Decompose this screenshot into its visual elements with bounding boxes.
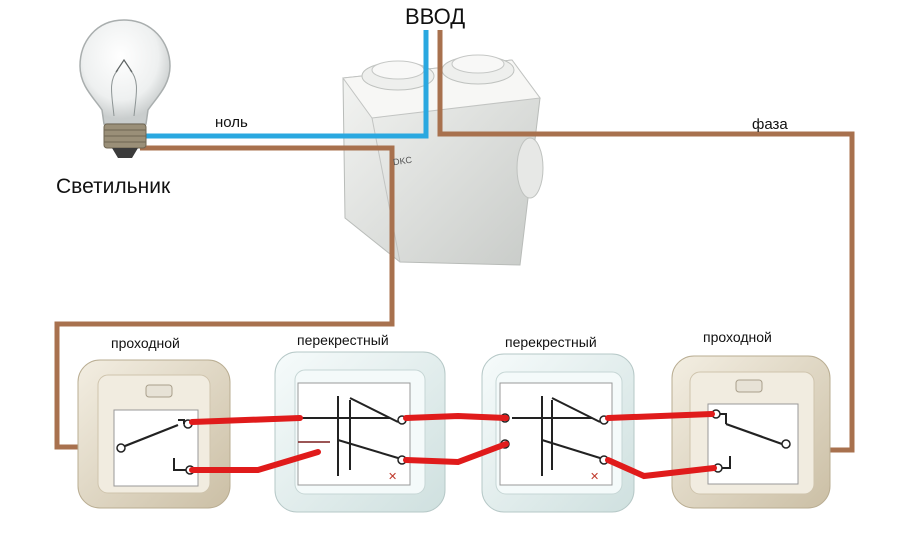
neutral-wire: [142, 30, 429, 139]
switch-right: [671, 355, 831, 509]
input-label: ВВОД: [405, 4, 466, 29]
switch-left: [77, 359, 231, 509]
phase-label: фаза: [752, 116, 788, 133]
switch-mid-right: ✕: [481, 353, 635, 513]
light-bulb: [79, 19, 171, 158]
svg-text:✕: ✕: [590, 471, 599, 483]
lamp-return-wire: [54, 145, 395, 450]
phase-wire: [437, 30, 855, 453]
switch-right-label: проходной: [703, 329, 772, 345]
traveler-wires: [189, 411, 717, 480]
svg-text:✕: ✕: [388, 471, 397, 483]
switch-mid-right-label: перекрестный: [505, 334, 597, 350]
switch-left-label: проходной: [111, 335, 180, 351]
junction-box: [342, 54, 544, 266]
switch-mid-left-label: перекрестный: [297, 332, 389, 348]
switch-mid-left: ✕: [274, 351, 446, 513]
neutral-label: ноль: [215, 114, 248, 131]
lamp-label: Светильник: [56, 175, 171, 198]
